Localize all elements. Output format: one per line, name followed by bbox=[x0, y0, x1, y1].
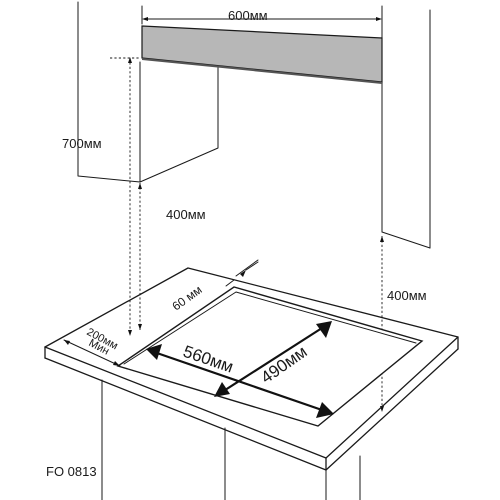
hob-cutout bbox=[116, 286, 424, 427]
cabinet-clearance-label: 400мм bbox=[166, 207, 206, 222]
hood-width-dimension bbox=[141, 5, 383, 35]
back-clearance-label: 60 мм bbox=[170, 283, 205, 314]
model-code: FO 0813 bbox=[46, 464, 97, 479]
worktop bbox=[44, 267, 459, 500]
height-to-hood-label: 700мм bbox=[62, 136, 102, 151]
wall-cabinet bbox=[77, 1, 219, 183]
back-clearance-dimension bbox=[225, 259, 259, 287]
right-clearance-label: 400мм bbox=[387, 288, 427, 303]
hood-width-label: 600мм bbox=[228, 8, 268, 23]
height-dimension-lines bbox=[110, 57, 384, 412]
front-min-dimension bbox=[63, 339, 121, 367]
range-hood bbox=[141, 25, 383, 84]
cutout-depth-arrow bbox=[214, 321, 332, 397]
back-wall bbox=[381, 7, 431, 249]
